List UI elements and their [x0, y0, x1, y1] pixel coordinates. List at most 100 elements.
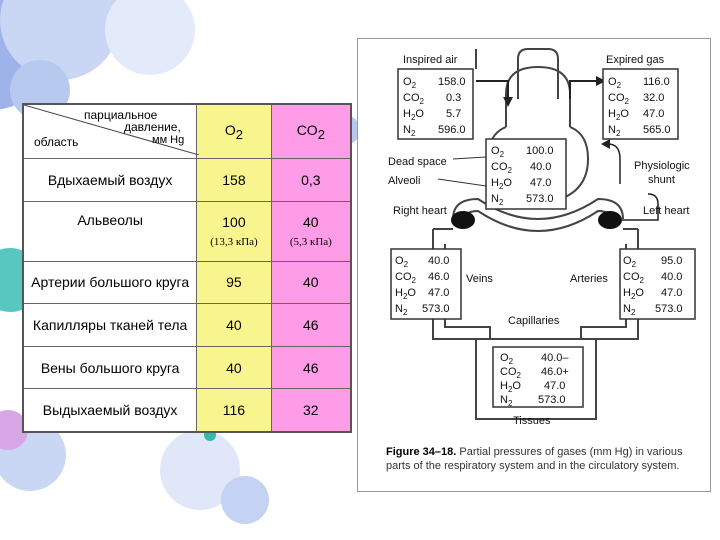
partial-pressure-table: парциальное давление, мм Hg область O2 C…: [22, 103, 352, 433]
alveoli-h2o-label: H2O: [491, 177, 512, 191]
arteries-label: Arteries: [570, 273, 608, 285]
bubble-shape: [0, 410, 28, 450]
veins-label: Veins: [466, 273, 493, 285]
row-label: Альвеолы: [22, 200, 198, 262]
respiratory-diagram: Inspired air Expired gas O2 158.0 CO2 0.…: [388, 48, 696, 427]
row-o2-value: 95: [196, 260, 272, 305]
table-row: Выдыхаемый воздух 116 32: [22, 388, 352, 433]
right-heart-label: Right heart: [393, 205, 447, 217]
veins-co2-value: 46.0: [428, 271, 449, 283]
bubble-shape: [0, 0, 120, 80]
arteries-co2-value: 40.0: [661, 271, 682, 283]
row-o2-cell: 100 (13,3 кПа): [196, 200, 272, 262]
inspired-h2o-label: H2O: [403, 108, 424, 122]
expired-o2-value: 116.0: [643, 76, 670, 88]
tissues-h2o-value: 47.0: [544, 380, 565, 392]
header-unit: мм Hg: [152, 134, 185, 146]
row-o2-value: 40: [196, 303, 272, 347]
inspired-n2-label: N2: [403, 124, 416, 138]
expired-co2-value: 32.0: [643, 92, 664, 104]
table-row: Вдыхаемый воздух 158 0,3: [22, 158, 352, 202]
inspired-o2-value: 158.0: [438, 76, 466, 88]
inspired-air-title: Inspired air: [403, 54, 458, 66]
row-co2-value: 0,3: [270, 158, 352, 202]
table-row: Артерии большого круга 95 40: [22, 260, 352, 305]
alveoli-h2o-value: 47.0: [530, 177, 551, 189]
row-label: Выдыхаемый воздух: [22, 388, 198, 433]
arteries-co2-label: CO2: [623, 271, 645, 285]
inspired-n2-value: 596.0: [438, 124, 466, 136]
tissues-label: Tissues: [513, 415, 551, 427]
expired-h2o-label: H2O: [608, 108, 629, 122]
respiratory-figure: Inspired air Expired gas O2 158.0 CO2 0.…: [357, 38, 711, 492]
inspired-o2-label: O2: [403, 76, 417, 90]
veins-h2o-label: H2O: [395, 287, 416, 301]
header-pressure-line2: давление,: [124, 120, 181, 134]
alveoli-o2-value: 100.0: [526, 145, 554, 157]
veins-h2o-value: 47.0: [428, 287, 449, 299]
row-co2-cell: 40 (5,3 кПа): [270, 200, 352, 262]
caption-number: Figure 34–18.: [386, 446, 457, 458]
bubble-shape: [160, 430, 240, 510]
arteries-h2o-label: H2O: [623, 287, 644, 301]
expired-h2o-value: 47.0: [643, 108, 664, 120]
veins-o2-value: 40.0: [428, 255, 449, 267]
row-label: Вдыхаемый воздух: [22, 158, 198, 202]
table-row: Капилляры тканей тела 40 46: [22, 303, 352, 347]
capillaries-label: Capillaries: [508, 315, 560, 327]
row-co2-value: 46: [270, 303, 352, 347]
physiologic-label: Physiologic: [634, 160, 690, 172]
caption-text: Partial pressures of gases (mm Hg) in va…: [386, 446, 683, 472]
arteries-o2-value: 95.0: [661, 255, 682, 267]
arteries-n2-value: 573.0: [655, 303, 683, 315]
diagonal-divider: [24, 105, 199, 155]
alveoli-o2-label: O2: [491, 145, 505, 159]
row-co2-kpa: (5,3 кПа): [289, 236, 332, 249]
header-corner-cell: парциальное давление, мм Hg область: [22, 103, 199, 160]
bubble-shape: [221, 476, 269, 524]
tissues-o2-label: O2: [500, 352, 514, 366]
row-o2-value: 40: [196, 345, 272, 390]
expired-o2-label: O2: [608, 76, 622, 90]
veins-n2-value: 573.0: [422, 303, 450, 315]
row-o2-value: 158: [196, 158, 272, 202]
arteries-o2-label: O2: [623, 255, 637, 269]
header-area-label: область: [34, 135, 79, 149]
alveoli-n2-label: N2: [491, 193, 504, 207]
veins-co2-label: CO2: [395, 271, 417, 285]
bubble-shape: [105, 0, 195, 75]
expired-gas-title: Expired gas: [606, 54, 665, 66]
row-label: Капилляры тканей тела: [22, 303, 198, 347]
row-label: Артерии большого круга: [22, 260, 198, 305]
row-co2-value: 46: [270, 345, 352, 390]
figure-caption: Figure 34–18. Partial pressures of gases…: [386, 445, 706, 473]
expired-n2-label: N2: [608, 124, 621, 138]
header-co2: CO2: [270, 103, 352, 160]
table-row: Вены большого круга 40 46: [22, 345, 352, 390]
header-o2: O2: [196, 103, 272, 160]
row-co2-value: 32: [270, 388, 352, 433]
table-row: Альвеолы 100 (13,3 кПа) 40 (5,3 кПа): [22, 200, 352, 262]
tissues-n2-label: N2: [500, 394, 513, 408]
tissues-co2-label: CO2: [500, 366, 522, 380]
dead-space-label: Dead space: [388, 156, 447, 168]
table-header-row: парциальное давление, мм Hg область O2 C…: [22, 103, 352, 160]
veins-n2-label: N2: [395, 303, 408, 317]
inspired-h2o-value: 5.7: [446, 108, 461, 120]
alveoli-co2-value: 40.0: [530, 161, 551, 173]
tissues-o2-value: 40.0–: [541, 352, 569, 364]
arteries-h2o-value: 47.0: [661, 287, 682, 299]
row-label: Вены большого круга: [22, 345, 198, 390]
right-heart-shape: [451, 211, 475, 229]
left-heart-shape: [598, 211, 622, 229]
row-co2-value: 40: [270, 260, 352, 305]
veins-o2-label: O2: [395, 255, 409, 269]
tissues-co2-value: 46.0+: [541, 366, 569, 378]
expired-n2-value: 565.0: [643, 124, 671, 136]
alveoli-co2-label: CO2: [491, 161, 513, 175]
arteries-n2-label: N2: [623, 303, 636, 317]
row-o2-value: 116: [196, 388, 272, 433]
tissues-h2o-label: H2O: [500, 380, 521, 394]
row-o2-kpa: (13,3 кПа): [210, 236, 258, 249]
